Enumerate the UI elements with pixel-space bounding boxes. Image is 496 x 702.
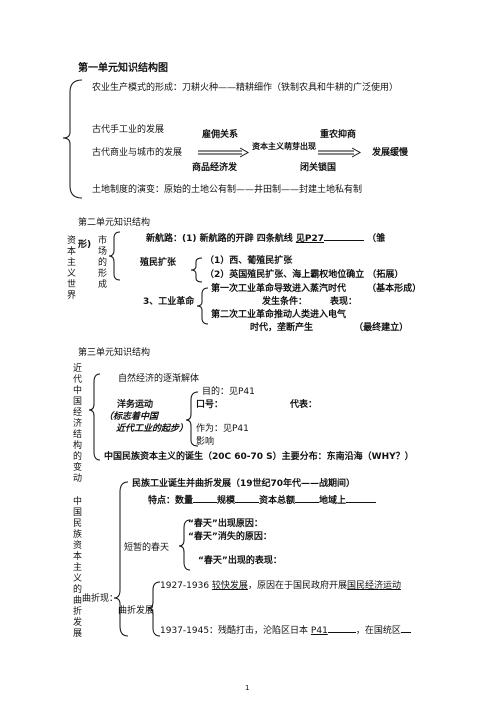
unit3-brace-yangwu [185, 391, 199, 447]
unit1-hired-labor: 雇佣关系 [202, 130, 239, 140]
unit4-features: 特点：数量 规模 资本总额 地域上 [148, 493, 377, 507]
unit3-purpose: 目的：见P41 [202, 387, 255, 397]
arrow-capitalism [198, 147, 250, 158]
unit2-colonial: 殖民扩张 [140, 258, 177, 268]
unit2-ind-3: 时代，垄断产生 （最终建立） [250, 323, 408, 334]
unit2-vertical-tail: 形) [78, 240, 92, 250]
feature-capital: 资本总额 [259, 496, 296, 506]
ind-3-text: 时代，垄断产生 [250, 323, 314, 333]
unit3-marker: （标志着中国 [104, 412, 159, 422]
period-1937-tail: ，在国统区 [355, 626, 401, 636]
unit1-land-system: 土地制度的演变：原始的土地公有制——井田制——封建土地私有制 [92, 185, 363, 195]
feature-region: 地域上 [319, 496, 347, 506]
feature-scale: 规模 [217, 496, 236, 506]
ind-1-text: 第一次工业革命导致进入蒸汽时代 [211, 284, 347, 294]
blank [400, 623, 411, 633]
unit1-closed-door: 闭关锁国 [300, 163, 337, 173]
ind-1-stage: （基本形成） [367, 284, 422, 294]
unit1-commerce: 古代商业与城市的发展 [92, 148, 183, 158]
period-1927-trend: 较快发展 [211, 581, 248, 591]
unit4-spring-q3: “春天”出现的表现： [198, 556, 282, 566]
blank [193, 493, 218, 503]
unit1-merchants: 商品经济发 [192, 163, 238, 173]
period-1927: 1927-1936 [160, 581, 212, 591]
period-1927-movement: 国民经济运动 [346, 581, 401, 591]
unit1-title: 第一单元知识结构图 [78, 63, 168, 74]
blank [235, 493, 260, 503]
unit4-brace-spring [178, 519, 191, 571]
unit3-westernization: 洋务运动 [117, 400, 154, 410]
period-1937-ref: P41 [310, 626, 328, 636]
unit3-industry-start: 近代工业的起步） [116, 424, 189, 434]
unit3-vertical-left: 近代中国经济结构的变动 [73, 364, 83, 484]
blank [346, 493, 377, 503]
unit2-ind-1: 第一次工业革命导致进入蒸汽时代 （基本形成） [211, 284, 421, 295]
unit4-brace [113, 481, 129, 637]
unit3-slogan: 口号： [196, 400, 224, 410]
unit2-ind-rev: 3、工业革命 [143, 297, 195, 307]
unit2-brace-colonial [190, 257, 203, 283]
unit3-representative: 代表： [290, 400, 318, 410]
ind-3-stage: （最终建立） [354, 323, 409, 333]
period-1927-reason: ，原因在于国民政府开展 [247, 581, 347, 591]
unit4-vertical-left: 中国民族资本主义的曲折发展 [73, 497, 83, 639]
unit4-line-1927: 1927-1936 较快发展，原因在于国民政府开展国民经济运动 [160, 581, 401, 592]
unit3-title: 第三单元知识结构 [78, 348, 151, 358]
unit4-brace-tortuous [147, 581, 161, 637]
unit2-brace-outer [108, 231, 121, 281]
unit2-new-route: 新航路：(1) 新航路的开辟 四条航线 见P27 （雏 [146, 231, 385, 245]
unit1-heavy-agri: 重农抑商 [320, 130, 357, 140]
unit1-slow-dev: 发展缓慢 [372, 148, 409, 158]
unit4-birth-line: 民族工业诞生并曲折发展（19世纪70年代——战期间） [132, 479, 356, 489]
unit4-curved-tail: 曲折现： [82, 594, 119, 604]
unit3-effect: 作为：见P41 [196, 424, 249, 434]
unit2-colonial-2: （2）英国殖民扩张、海上霸权地位确立 （拓展） [205, 270, 404, 280]
unit4-tortuous: 曲折发展 [118, 606, 155, 616]
unit2-vertical-mid: 市场的形成 [98, 236, 108, 290]
new-route-text: 新航路：(1) 新航路的开辟 四条航线 [146, 234, 293, 244]
blank [295, 493, 320, 503]
blank [324, 231, 365, 241]
feature-quantity: 特点：数量 [148, 496, 194, 506]
unit2-ind-2: 第二次工业革命推动人类进入电气 [211, 310, 347, 320]
unit2-ind-perf: 表现： [330, 297, 358, 307]
unit3-brace [88, 373, 101, 461]
unit2-ind-cond: 发生条件： [262, 297, 308, 307]
arrow-slow [318, 147, 362, 158]
period-1937: 1937-1945：残酷打击，沦陷区日本 [160, 626, 311, 636]
unit2-colonial-1: （1）西、葡殖民扩张 [205, 256, 293, 266]
unit1-brace [62, 79, 83, 199]
unit1-agriculture: 农业生产模式的形成：刀耕火种——精耕细作（铁制农具和牛耕的广泛使用） [92, 83, 399, 93]
unit2-vertical-left: 资本主义世界 [67, 236, 77, 301]
unit1-capitalism-sprouts: 资本主义萌芽出现 [252, 142, 316, 151]
blank [327, 623, 356, 633]
unit3-birth: 中国民族资本主义的诞生（20C 60-70 S）主要分布：东南沿海（WHY？） [104, 452, 414, 462]
unit2-title: 第二单元知识结构 [78, 218, 151, 228]
new-route-tail: （雏 [367, 234, 386, 244]
unit4-short-spring: 短暂的春天 [124, 543, 170, 553]
unit3-disintegration: 自然经济的逐渐解体 [118, 374, 200, 384]
new-route-ref: 见P27 [295, 234, 325, 244]
unit3-influence: 影响 [196, 437, 215, 447]
unit2-brace-industry [196, 287, 209, 325]
unit4-spring-q2: “春天”消失的原因： [188, 532, 272, 542]
unit4-spring-q1: “春天”出现原因： [188, 519, 263, 529]
unit1-handicraft: 古代手工业的发展 [92, 125, 165, 135]
unit4-line-1937: 1937-1945：残酷打击，沦陷区日本 P41 ，在国统区 [160, 623, 411, 637]
page-number: 1 [245, 684, 250, 692]
